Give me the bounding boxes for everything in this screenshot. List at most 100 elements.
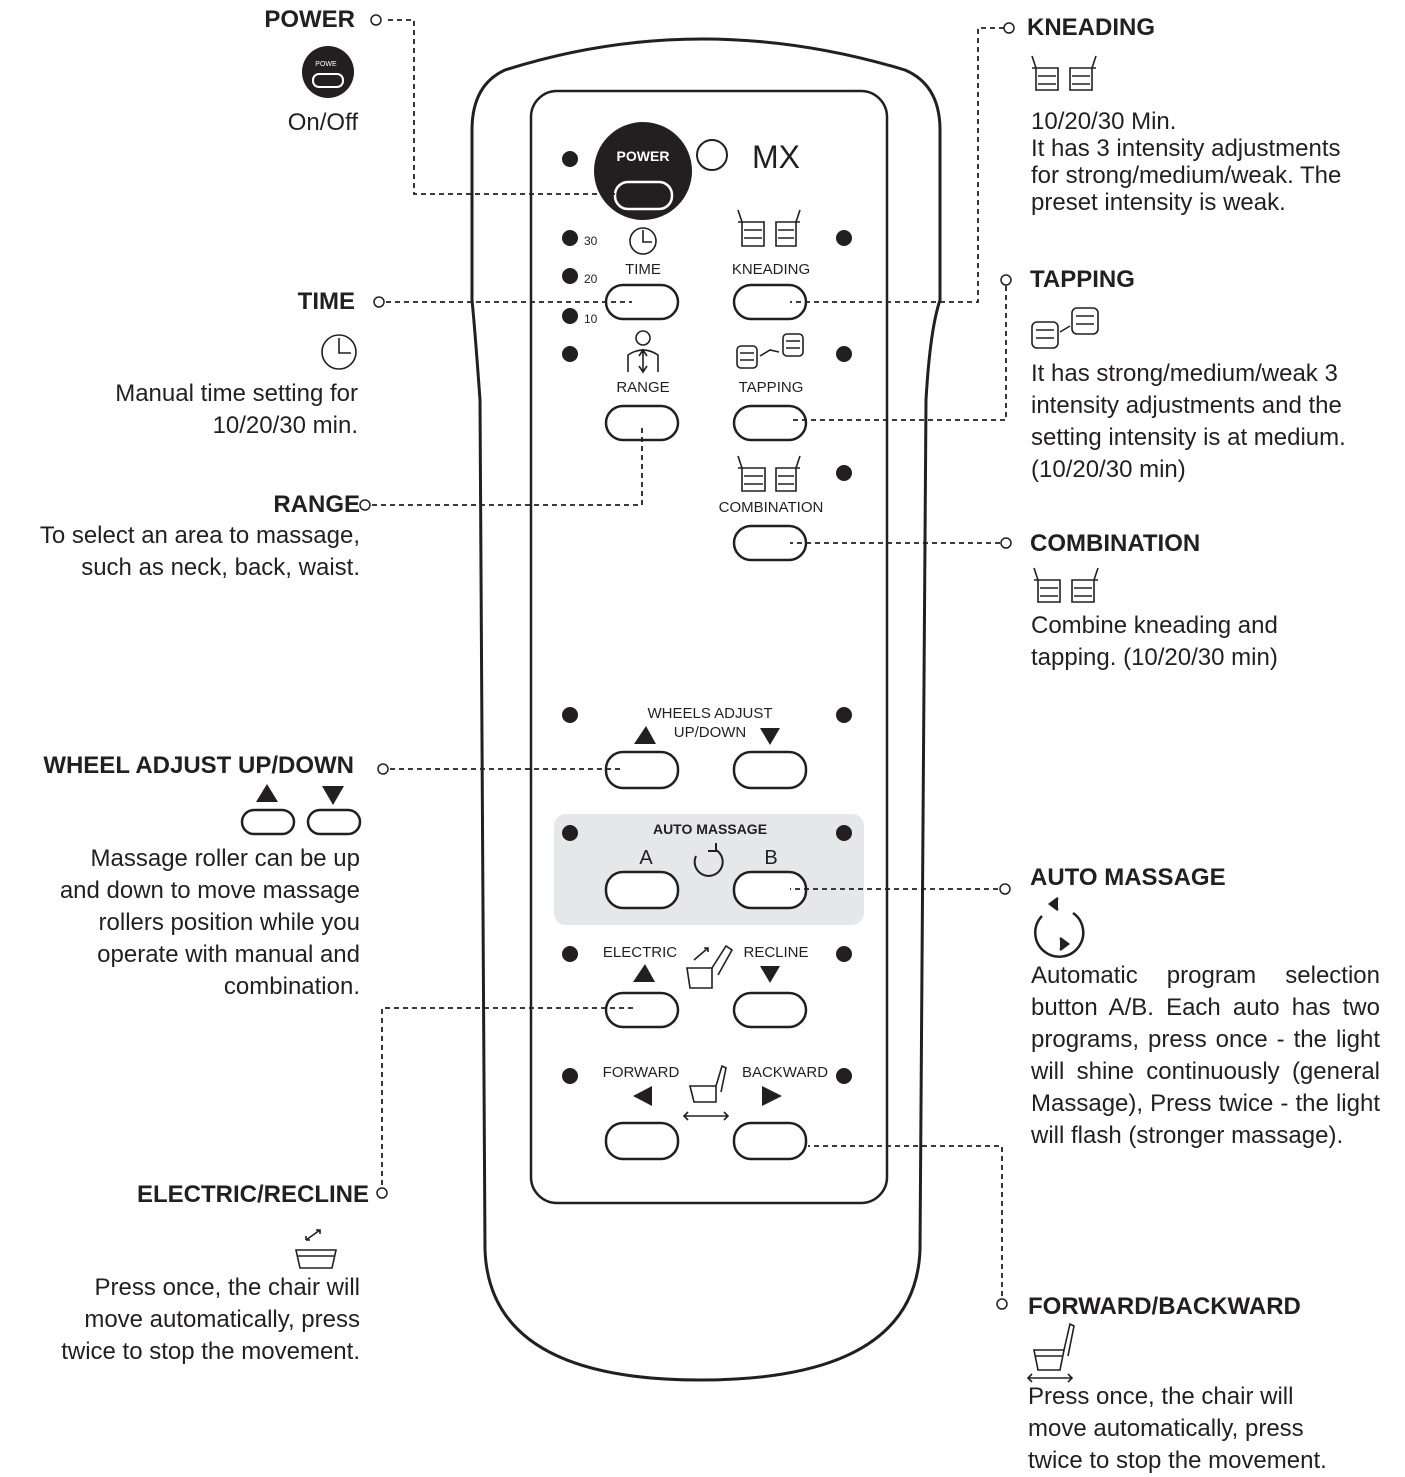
time-callout-desc-1: Manual time setting for (115, 380, 358, 407)
leader-kneading (790, 27, 1004, 303)
auto-massage-label: AUTO MASSAGE (653, 821, 767, 837)
forward-arrow-icon (633, 1086, 652, 1106)
forward-callout-chair-icon (1026, 1322, 1075, 1383)
power-callout-icon-text: POWE (315, 61, 337, 68)
tapping-button[interactable] (732, 404, 808, 442)
auto-callout-title: AUTO MASSAGE (1030, 864, 1226, 891)
led-timer-30 (562, 230, 578, 246)
power-callout-desc: On/Off (287, 109, 358, 136)
time-label: TIME (625, 261, 661, 278)
timer-mark-20: 20 (584, 272, 598, 286)
leader-forward (808, 1145, 1003, 1296)
backward-button[interactable] (732, 1121, 808, 1161)
auto-b-button[interactable] (732, 870, 808, 910)
auto-b-label: B (764, 847, 777, 869)
led-electric (562, 946, 578, 962)
combination-callout-desc-1: Combine kneading and (1031, 612, 1278, 639)
combination-label: COMBINATION (719, 499, 824, 516)
power-button-label: POWER (617, 148, 670, 164)
kneading-callout-desc-3: for strong/medium/weak. The (1031, 162, 1342, 189)
auto-a-label: A (639, 847, 653, 869)
forward-callout-desc-1: Press once, the chair will (1028, 1383, 1294, 1410)
kneading-callout-desc-1: 10/20/30 Min. (1031, 108, 1177, 135)
wheel-callout-desc-3: rollers position while you (98, 909, 360, 936)
tapping-callout-desc-2: intensity adjustments and the (1031, 392, 1342, 419)
led-group (562, 151, 852, 1084)
recline-chair-icon (686, 944, 734, 989)
combination-callout-title: COMBINATION (1030, 530, 1201, 557)
slide-chair-icon (682, 1064, 730, 1121)
forward-callout-title: FORWARD/BACKWARD (1028, 1293, 1301, 1320)
kneading-icon (737, 209, 801, 247)
range-button[interactable] (604, 404, 680, 442)
led-auto-b-top (836, 825, 852, 841)
forward-button[interactable] (604, 1121, 680, 1161)
time-callout-desc-2: 10/20/30 min. (212, 412, 358, 439)
remote-faceplate (529, 89, 889, 1205)
wheels-label-line1: WHEELS ADJUST (647, 705, 772, 722)
led-tapping (836, 346, 852, 362)
wheel-callout-buttons-icon (240, 784, 362, 836)
auto-callout-desc: Automatic program selection button A/B. … (1031, 962, 1380, 1149)
kneading-label: KNEADING (732, 261, 810, 278)
power-callout-icon (302, 46, 354, 98)
range-label: RANGE (616, 379, 669, 396)
led-kneading (836, 230, 852, 246)
tapping-icon (736, 333, 804, 369)
wheels-up-button[interactable] (604, 750, 680, 790)
range-callout-desc-1: To select an area to massage, (39, 522, 360, 549)
tapping-callout-title: TAPPING (1030, 266, 1135, 293)
combination-button[interactable] (732, 524, 808, 562)
tapping-callout-icon (1031, 307, 1099, 349)
backward-arrow-icon (762, 1086, 782, 1106)
led-combination (836, 465, 852, 481)
clock-icon (629, 227, 657, 255)
recline-label: RECLINE (743, 944, 808, 961)
remote-body (470, 37, 942, 1382)
auto-a-button[interactable] (604, 870, 680, 910)
power-callout-title: POWER (264, 6, 355, 33)
wheels-label-line2: UP/DOWN (674, 724, 747, 741)
time-button[interactable] (604, 283, 680, 321)
leader-tapping (790, 286, 1007, 421)
range-callout-title: RANGE (273, 491, 360, 518)
recline-button[interactable] (732, 991, 808, 1029)
model-label: MX (752, 139, 800, 175)
electric-button[interactable] (604, 991, 680, 1029)
time-callout-clock-icon (321, 334, 357, 370)
electric-up-arrow-icon (633, 964, 655, 982)
forward-callout-desc-2: move automatically, press (1028, 1415, 1304, 1442)
wheel-callout-desc-4: operate with manual and (97, 941, 360, 968)
combination-icon (737, 455, 801, 492)
combination-callout-icon (1033, 567, 1099, 603)
recline-down-arrow-icon (760, 966, 780, 983)
power-button-slot[interactable] (613, 180, 674, 211)
power-indicator (696, 139, 728, 171)
wheels-down-button[interactable] (732, 750, 808, 790)
led-recline (836, 946, 852, 962)
leader-range (372, 424, 643, 506)
electric-callout-desc-2: move automatically, press (84, 1306, 360, 1333)
led-backward (836, 1068, 852, 1084)
electric-callout-desc-1: Press once, the chair will (94, 1274, 360, 1301)
leader-end-markers (359, 14, 1015, 1310)
wheel-callout-desc-2: and down to move massage (59, 877, 360, 904)
led-wheels-right (836, 707, 852, 723)
led-forward (562, 1068, 578, 1084)
wheel-callout-desc-1: Massage roller can be up (90, 845, 360, 872)
range-callout-desc-2: such as neck, back, waist. (81, 554, 360, 581)
electric-callout-chair-icon (295, 1229, 337, 1269)
down-arrow-icon (760, 728, 780, 745)
tapping-label: TAPPING (739, 379, 804, 396)
kneading-callout-desc-2: It has 3 intensity adjustments (1031, 135, 1341, 162)
cycle-icon (693, 843, 724, 877)
led-timer-20 (562, 268, 578, 284)
kneading-button[interactable] (732, 283, 808, 321)
led-range (562, 346, 578, 362)
wheel-callout-title: WHEEL ADJUST UP/DOWN (43, 752, 354, 779)
tapping-callout-desc-4: (10/20/30 min) (1031, 456, 1186, 483)
forward-label: FORWARD (603, 1064, 680, 1081)
leader-lines (372, 19, 1007, 1296)
forward-callout-desc-3: twice to stop the movement. (1028, 1447, 1327, 1474)
up-arrow-icon (634, 726, 656, 744)
